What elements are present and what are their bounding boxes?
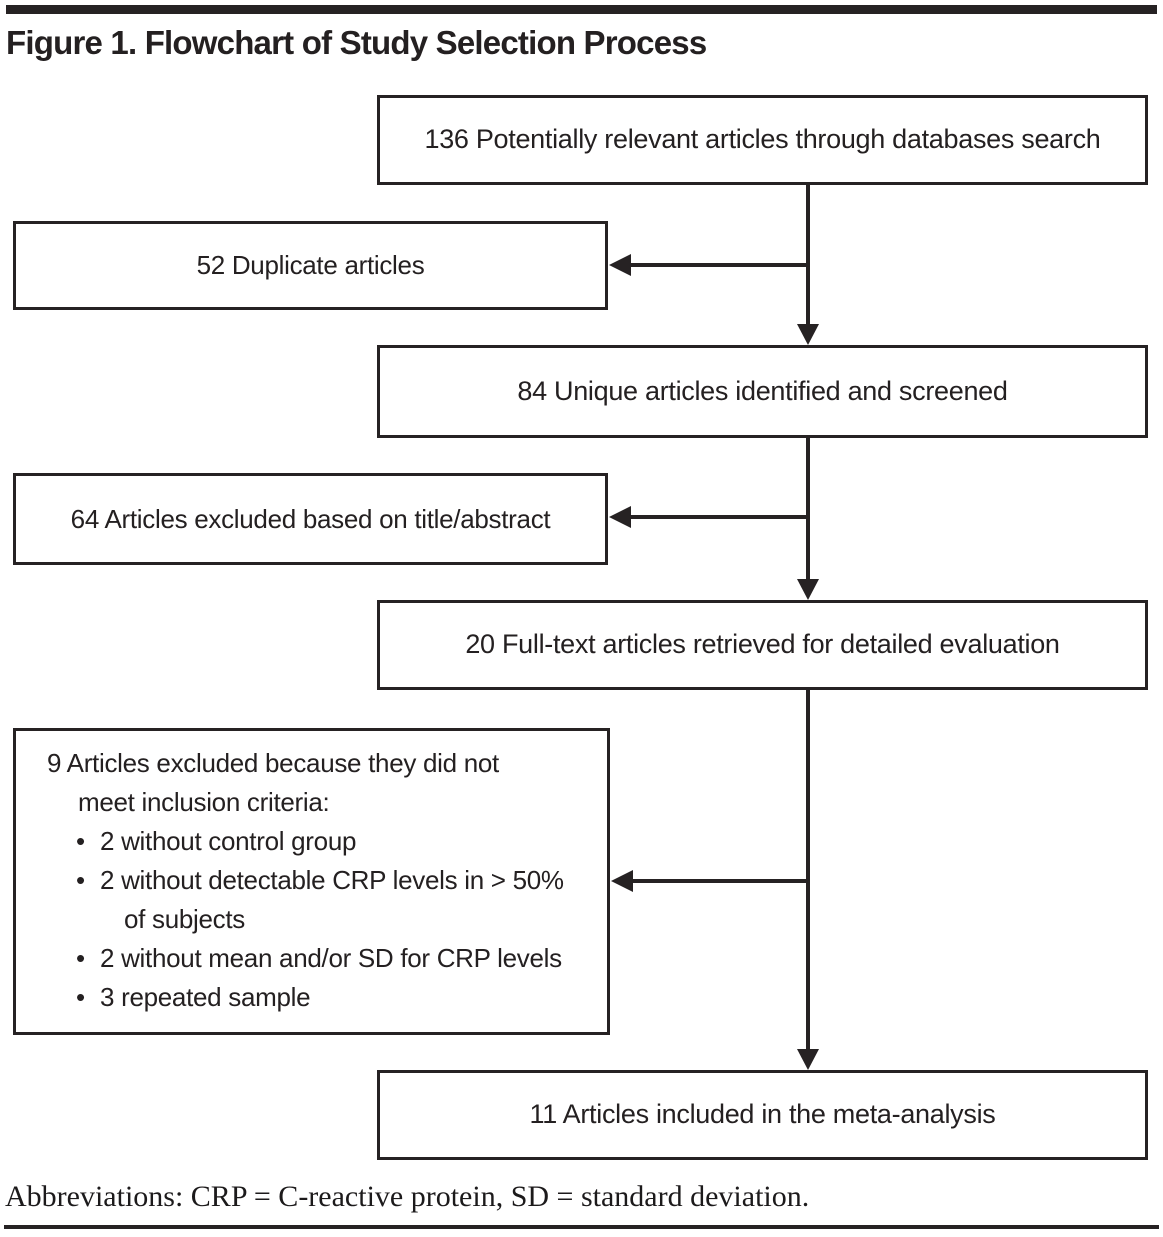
exclusion-bullet-text: 2 without mean and/or SD for CRP levels bbox=[100, 943, 562, 973]
exclusion-bullet-item: • 3 repeated sample bbox=[76, 978, 597, 1017]
arrowhead-to-screened bbox=[797, 324, 819, 345]
box-duplicate-articles: 52 Duplicate articles bbox=[13, 221, 608, 310]
arrowhead-to-fulltext bbox=[797, 579, 819, 600]
arrowhead-to-included bbox=[797, 1049, 819, 1070]
bullet-marker: • bbox=[76, 826, 85, 856]
box-potentially-relevant-articles: 136 Potentially relevant articles throug… bbox=[377, 95, 1148, 185]
abbreviations-note: Abbreviations: CRP = C-reactive protein,… bbox=[5, 1180, 810, 1213]
exclusion-bullet-item: • 2 without detectable CRP levels in > 5… bbox=[76, 861, 597, 939]
arrowhead-to-title-abstract bbox=[609, 506, 631, 528]
exclusion-bullet-text: 2 without detectable CRP levels in > 50% bbox=[100, 865, 564, 895]
bullet-marker: • bbox=[76, 865, 85, 895]
box-fulltext-retrieved: 20 Full-text articles retrieved for deta… bbox=[377, 600, 1148, 690]
arrowhead-to-exclusion bbox=[611, 870, 633, 892]
bottom-rule bbox=[4, 1225, 1159, 1229]
exclusion-bullet-item: • 2 without mean and/or SD for CRP level… bbox=[76, 939, 597, 978]
exclusion-bullet-list: • 2 without control group • 2 without de… bbox=[32, 822, 597, 1017]
box-excluded-inclusion-criteria: 9 Articles excluded because they did not… bbox=[13, 728, 610, 1035]
bullet-marker: • bbox=[76, 982, 85, 1012]
exclusion-bullet-text: 2 without control group bbox=[100, 826, 357, 856]
bullet-marker: • bbox=[76, 943, 85, 973]
exclusion-bullet-wrap-line: of subjects bbox=[124, 904, 245, 934]
exclusion-intro-line1: 9 Articles excluded because they did not bbox=[47, 748, 499, 778]
arrowhead-to-duplicates bbox=[609, 254, 631, 276]
exclusion-bullet-text: 3 repeated sample bbox=[100, 982, 311, 1012]
top-rule bbox=[6, 5, 1157, 14]
exclusion-intro-line2: meet inclusion criteria: bbox=[78, 787, 330, 817]
figure-title: Figure 1. Flowchart of Study Selection P… bbox=[6, 24, 707, 61]
box-excluded-title-abstract: 64 Articles excluded based on title/abst… bbox=[13, 473, 608, 565]
box-included-meta-analysis: 11 Articles included in the meta-analysi… bbox=[377, 1070, 1148, 1160]
box-unique-articles-screened: 84 Unique articles identified and screen… bbox=[377, 345, 1148, 438]
exclusion-bullet-item: • 2 without control group bbox=[76, 822, 597, 861]
